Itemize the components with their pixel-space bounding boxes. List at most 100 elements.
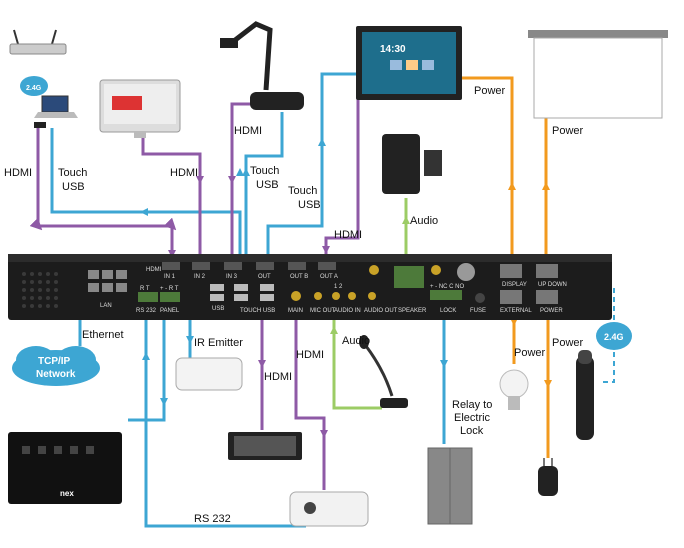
projector-hdmi-wire xyxy=(294,292,326,490)
label-laptop-usb: USB xyxy=(62,181,85,193)
label-relay-3: Lock xyxy=(460,425,484,437)
label-relay-1: Relay to xyxy=(452,399,492,411)
lock-port-label: LOCK xyxy=(440,308,456,314)
speaker xyxy=(382,134,442,194)
audio-in-port-label: AUDIO IN xyxy=(334,308,361,314)
out-a-label: OUT xyxy=(258,274,271,280)
display-usb-wire xyxy=(266,72,358,286)
label-imac-hdmi: HDMI xyxy=(170,167,198,179)
interactive-display xyxy=(356,26,462,100)
hdmi-input-ports[interactable] xyxy=(162,262,242,270)
label-display-touch: Touch xyxy=(288,185,317,197)
label-ir-emitter: IR Emitter xyxy=(194,337,243,349)
imac-hdmi-wire xyxy=(141,138,202,262)
hdmi-in1-label: HDMI xyxy=(146,267,162,273)
lock-terminal[interactable] xyxy=(430,290,462,300)
laptop xyxy=(34,95,78,118)
fuse-label: FUSE xyxy=(470,308,486,314)
display-clock: 14:30 xyxy=(380,44,406,55)
av-controller-device: LAN HDMI IN 1 IN 2 IN 3 OUT OUT B OUT A … xyxy=(8,254,612,320)
document-camera xyxy=(220,21,304,110)
router-wifi-label: 2.4G xyxy=(26,85,42,92)
tcpip-label-2: Network xyxy=(36,369,76,380)
external-socket-label: EXTERNAL xyxy=(500,308,532,314)
usb-port-label: USB xyxy=(212,306,224,312)
power-plug xyxy=(538,458,558,496)
speaker-port-label: SPEAKER xyxy=(398,308,427,314)
touch-usb-port-label: TOUCH USB xyxy=(240,308,275,314)
power-socket-label: POWER xyxy=(540,308,563,314)
updown-socket-label: UP DOWN xyxy=(538,282,567,288)
panel-wire xyxy=(128,300,166,422)
hdmi-output-ports[interactable] xyxy=(256,262,336,270)
wire-arrows xyxy=(76,138,552,438)
main-port-label: MAIN xyxy=(288,308,303,314)
audio-out-port-label: AUDIO OUT xyxy=(364,308,398,314)
hdmi-in2-label: IN 2 xyxy=(194,274,206,280)
label-display-power: Power xyxy=(474,85,506,97)
label-speaker-audio: Audio xyxy=(410,215,438,227)
fuse-holder[interactable] xyxy=(475,293,485,303)
lan-ports[interactable] xyxy=(88,270,127,292)
audio-jacks[interactable] xyxy=(291,291,376,301)
label-screen-power: Power xyxy=(552,125,584,137)
panel-port-label: PANEL xyxy=(160,308,180,314)
gooseneck-microphone xyxy=(359,335,408,408)
label-relay-2: Electric xyxy=(454,412,491,424)
panel-brand: nex xyxy=(60,489,74,498)
coax-connector[interactable] xyxy=(457,263,475,281)
light-bulb xyxy=(499,369,529,410)
wireless-microphone xyxy=(576,350,594,440)
projector xyxy=(289,491,369,527)
label-rs232: RS 232 xyxy=(194,513,231,525)
power-sockets[interactable] xyxy=(500,264,558,304)
label-camera-hdmi: HDMI xyxy=(234,125,262,137)
rs232-rt-label: R T xyxy=(140,286,150,292)
projection-screen xyxy=(528,30,668,119)
label-ethernet: Ethernet xyxy=(82,329,124,341)
display-power-wire xyxy=(462,76,514,262)
label-bulb-power: Power xyxy=(514,347,546,359)
vent-grille xyxy=(22,272,58,308)
out-b-label: OUT B xyxy=(290,274,308,280)
laptop-hdmi-wire xyxy=(29,128,177,262)
network-cloud-icon xyxy=(12,346,100,386)
label-camera-touch: Touch xyxy=(250,165,279,177)
wifi-router xyxy=(9,29,67,55)
usb-ports[interactable] xyxy=(210,284,274,301)
control-panel xyxy=(8,432,122,504)
mic-wifi-cloud-icon xyxy=(596,322,632,350)
panel-pins-label: + - R T xyxy=(160,286,179,292)
hdmi-in3-label: IN 3 xyxy=(226,274,238,280)
rs232-terminal[interactable] xyxy=(138,292,180,302)
display-socket-label: DISPLAY xyxy=(502,282,527,288)
tcpip-label-1: TCP/IP xyxy=(38,356,71,367)
label-projector-hdmi: HDMI xyxy=(296,349,324,361)
imac-computer xyxy=(99,79,181,138)
mic-out-port-label: MIC OUT xyxy=(310,308,336,314)
air-conditioner xyxy=(175,357,243,391)
label-laptop-hdmi: HDMI xyxy=(4,167,32,179)
rs232-wire xyxy=(144,300,306,528)
antenna-connector xyxy=(369,265,379,275)
out-c-label: OUT A xyxy=(320,274,338,280)
touch-dongle xyxy=(34,122,46,128)
lan-port-label: LAN xyxy=(100,303,112,309)
audio-in-nums-label: 1 2 xyxy=(334,284,343,290)
label-monitor-hdmi: HDMI xyxy=(264,371,292,383)
antenna-connector-2 xyxy=(431,265,441,275)
label-display-usb: USB xyxy=(298,199,321,211)
mic-wifi-label: 2.4G xyxy=(604,332,624,342)
label-laptop-touch: Touch xyxy=(58,167,87,179)
label-outlet-power: Power xyxy=(552,337,584,349)
visualizer-usb-wire xyxy=(244,112,284,286)
label-display-hdmi: HDMI xyxy=(334,229,362,241)
speaker-terminal[interactable] xyxy=(394,266,424,288)
touch-monitor xyxy=(228,432,302,460)
door xyxy=(427,447,473,525)
router-cloud-icon xyxy=(20,76,48,96)
label-mic-audio: Audio xyxy=(342,335,370,347)
label-camera-usb: USB xyxy=(256,179,279,191)
rs232-port-label: RS 232 xyxy=(136,308,157,314)
